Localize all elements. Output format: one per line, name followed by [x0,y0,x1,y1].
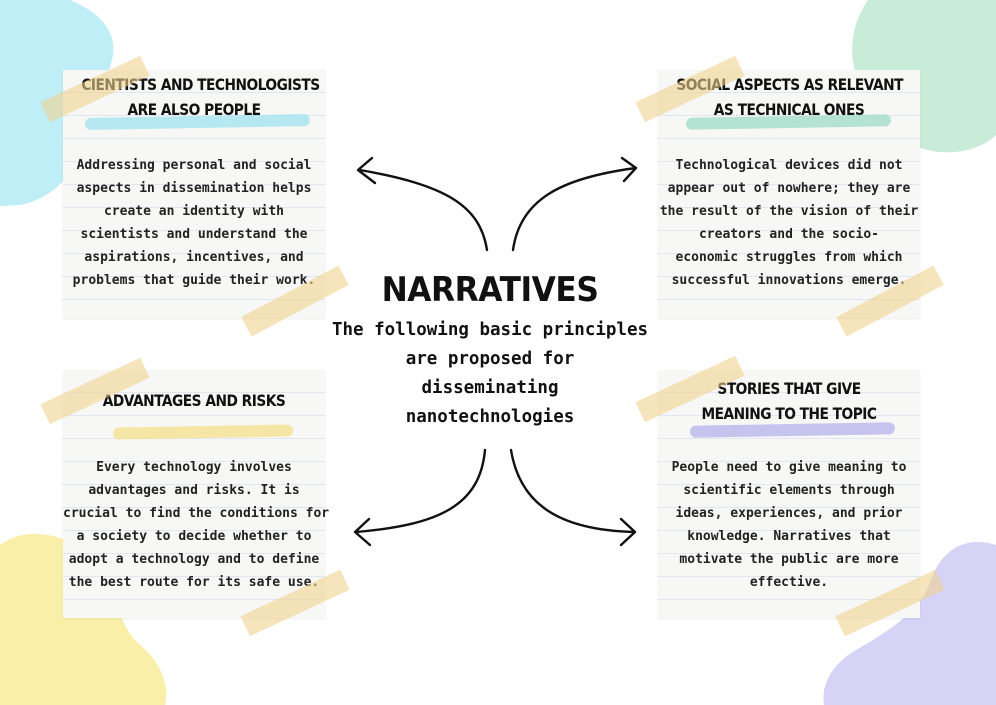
card-body-line: advantages and risks. It is [88,483,300,498]
card-body-line: create an identity with [103,204,284,219]
card-title-line: AS TECHNICAL ONES [713,100,865,119]
card-body-line: Every technology involves [96,460,292,475]
principle-card-scientists: CIENTISTS AND TECHNOLOGISTS ARE ALSO PEO… [63,70,325,318]
watercolor-blob-bottom-left [0,533,167,705]
card-body-line: crucial to find the conditions for [63,506,330,521]
arrow-to-top-right [511,166,638,252]
card-body-line: People need to give meaning to [671,460,907,475]
card-title-line: ADVANTAGES AND RISKS [102,391,286,410]
card-title: STORIES THAT GIVE MEANING TO THE TOPIC [676,376,901,426]
card-body-line: scientists and understand the [80,227,308,242]
card-body: Every technology involves advantages and… [63,456,330,594]
card-body-line: effective. [749,575,829,590]
arrowhead-bottom-right [619,517,637,547]
arrowhead-top-left [356,156,377,185]
card-body-line: the result of the vision of their [659,204,919,219]
card-title-line: CIENTISTS AND TECHNOLOGISTS [81,75,320,94]
arrow-to-bottom-right [509,448,636,534]
card-title: CIENTISTS AND TECHNOLOGISTS ARE ALSO PEO… [81,72,320,122]
card-title: ADVANTAGES AND RISKS [81,388,306,413]
card-body-line: economic struggles from which [675,250,903,265]
principle-card-stories: STORIES THAT GIVE MEANING TO THE TOPIC P… [658,370,920,618]
card-title-line: ARE ALSO PEOPLE [127,100,261,119]
principle-card-advantages-risks: ADVANTAGES AND RISKS Every technology in… [63,370,330,618]
card-body-line: appear out of nowhere; they are [667,181,911,196]
card-body-line: creators and the socio- [698,227,879,242]
center-subtitle-line: The following basic principles [331,320,649,340]
card-body-line: ideas, experiences, and prior [675,506,903,521]
arrow-to-bottom-left [354,448,487,534]
principle-card-social-aspects: SOCIAL ASPECTS AS RELEVANT AS TECHNICAL … [658,70,920,318]
card-body: Addressing personal and social aspects i… [63,154,325,292]
center-subtitle-line: disseminating [421,378,559,398]
center-subtitle-line: nanotechnologies [405,407,575,427]
card-body-line: successful innovations emerge. [671,273,907,288]
card-body-line: problems that guide their work. [72,273,316,288]
card-title-line: MEANING TO THE TOPIC [701,404,877,423]
card-body-line: knowledge. Narratives that [687,529,891,544]
card-body-line: adopt a technology and to define [68,552,320,567]
card-body-line: the best route for its safe use. [68,575,320,590]
center-subtitle-line: are proposed for [405,349,575,369]
card-body-line: aspects in dissemination helps [76,181,312,196]
card-body-line: a society to decide whether to [76,529,312,544]
arrow-to-top-left [358,168,489,252]
center-subtitle: The following basic principles are propo… [330,316,650,432]
arrowhead-top-right [620,156,638,183]
card-title-line: STORIES THAT GIVE [717,379,861,398]
card-body-line: Addressing personal and social [76,158,312,173]
card-body-line: aspirations, incentives, and [84,250,304,265]
arrowhead-bottom-left [353,517,372,547]
card-body-line: Technological devices did not [675,158,903,173]
card-body: People need to give meaning to scientifi… [658,456,920,594]
center-title: NARRATIVES [381,270,599,310]
card-body-line: scientific elements through [683,483,895,498]
card-body-line: motivate the public are more [679,552,899,567]
card-body: Technological devices did not appear out… [658,154,920,292]
watercolor-blob-bottom-right [823,541,996,705]
